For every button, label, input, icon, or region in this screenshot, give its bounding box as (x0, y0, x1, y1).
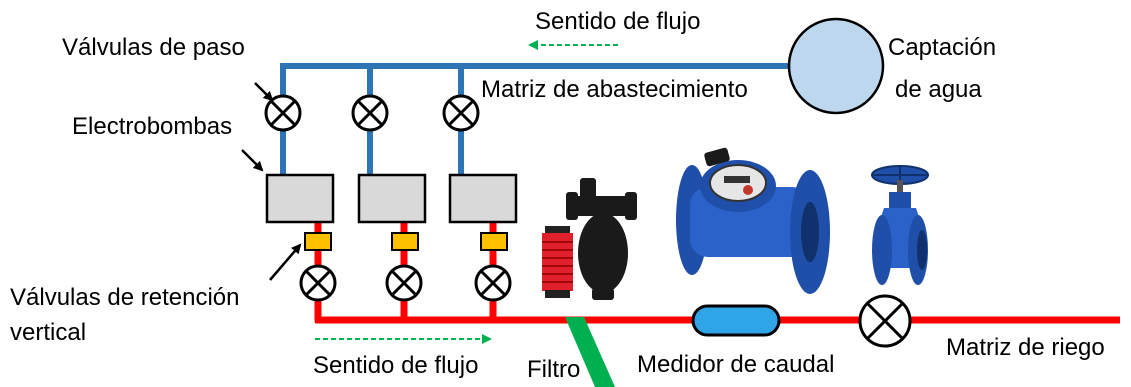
water-meter-icon (676, 147, 830, 294)
disc-filter-icon (542, 226, 573, 298)
check-valve-icon (304, 232, 332, 251)
filter-label: Filtro (527, 356, 580, 383)
valve-icon (858, 294, 912, 348)
irrigation-main-label: Matriz de riego (946, 334, 1105, 361)
gate-valve-icon (871, 165, 929, 285)
check-valves-pointer (269, 243, 302, 281)
check-valve-icon (391, 232, 419, 251)
water-intake-label-2: de agua (895, 76, 982, 103)
pumps-label: Electrobombas (72, 113, 232, 140)
electropump-icon (357, 173, 427, 224)
electropump-icon (448, 173, 518, 224)
valve-icon (385, 264, 423, 302)
valve-icon (264, 94, 302, 132)
valve-icon (299, 264, 337, 302)
flow-meter-icon (691, 304, 781, 337)
water-intake-label-1: Captación (888, 34, 996, 61)
check-valves-label-1: Válvulas de retención (10, 284, 239, 311)
water-intake-icon (787, 17, 885, 115)
valve-icon (351, 94, 389, 132)
filter-stem (565, 317, 615, 387)
flow-direction-top-label: Sentido de flujo (535, 8, 700, 35)
check-valves-label-2: vertical (10, 319, 86, 346)
passage-valves-pointer (254, 82, 274, 102)
flow-meter-label: Medidor de caudal (637, 351, 834, 378)
valve-icon (442, 94, 480, 132)
check-valve-icon (480, 232, 508, 251)
flow-direction-bottom-label: Sentido de flujo (313, 352, 478, 379)
y-filter-icon (566, 178, 637, 300)
electropump-icon (265, 173, 335, 224)
valve-icon (474, 264, 512, 302)
passage-valves-label: Válvulas de paso (62, 34, 245, 61)
pumps-pointer (241, 149, 264, 172)
supply-main-label: Matriz de abastecimiento (481, 76, 748, 103)
